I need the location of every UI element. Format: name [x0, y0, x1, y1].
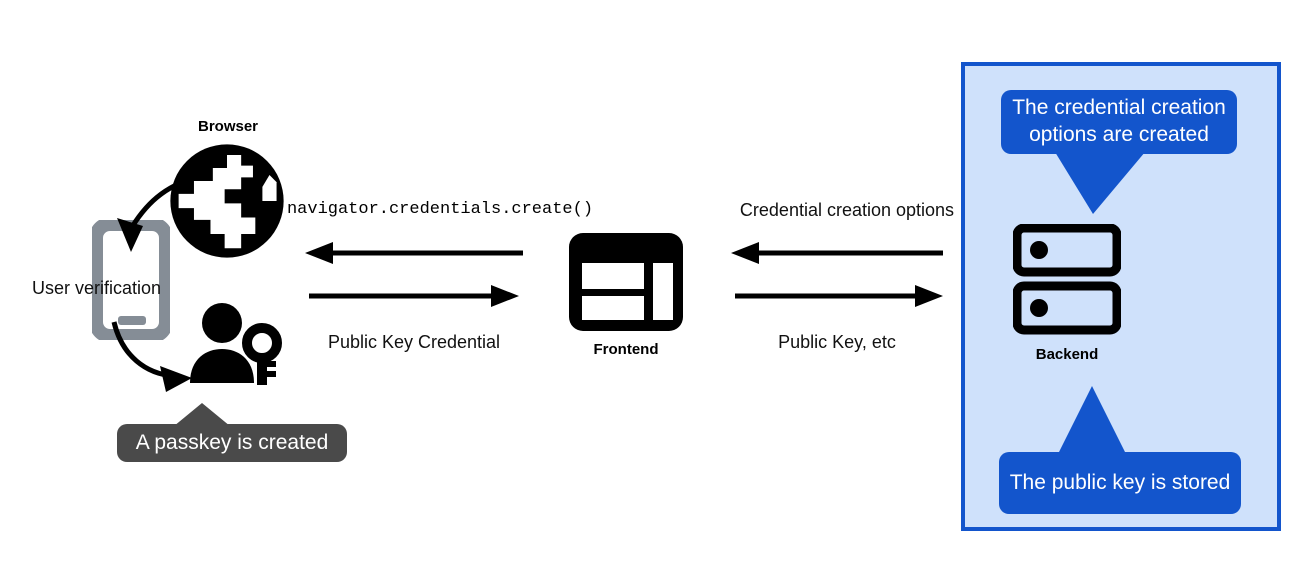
arrow-backend-to-frontend	[731, 242, 943, 264]
credential-options-callout: The credential creation options are crea…	[1001, 90, 1237, 154]
navigator-credentials-create-label: navigator.credentials.create()	[286, 200, 594, 219]
public-key-stored-callout-text: The public key is stored	[1009, 470, 1231, 494]
credential-creation-options-label: Credential creation options	[739, 200, 955, 220]
passkey-created-callout: A passkey is created	[117, 424, 347, 462]
public-key-credential-label: Public Key Credential	[327, 332, 501, 352]
browser-label: Browser	[197, 118, 259, 135]
server-stack-icon	[1013, 224, 1121, 335]
frontend-label: Frontend	[593, 341, 659, 358]
arrow-frontend-to-backend	[735, 285, 943, 307]
backend-label: Backend	[1035, 346, 1099, 363]
arrow-browser-to-frontend	[309, 285, 519, 307]
person-with-key-icon	[190, 303, 282, 385]
arrow-frontend-to-browser	[305, 242, 523, 264]
credential-options-callout-tail	[1055, 152, 1145, 214]
phone-to-passkey-arrow	[111, 321, 192, 392]
window-layout-icon	[569, 233, 683, 331]
globe-icon	[170, 144, 284, 258]
credential-options-callout-text: The credential creation options are crea…	[1012, 96, 1226, 146]
browser-to-phone-arrow	[117, 175, 196, 252]
public-key-stored-callout-tail	[1056, 386, 1128, 458]
public-key-etc-label: Public Key, etc	[778, 332, 896, 352]
user-verification-label: User verification	[32, 278, 162, 298]
passkey-created-callout-text: A passkey is created	[135, 430, 329, 454]
public-key-stored-callout: The public key is stored	[999, 452, 1241, 514]
